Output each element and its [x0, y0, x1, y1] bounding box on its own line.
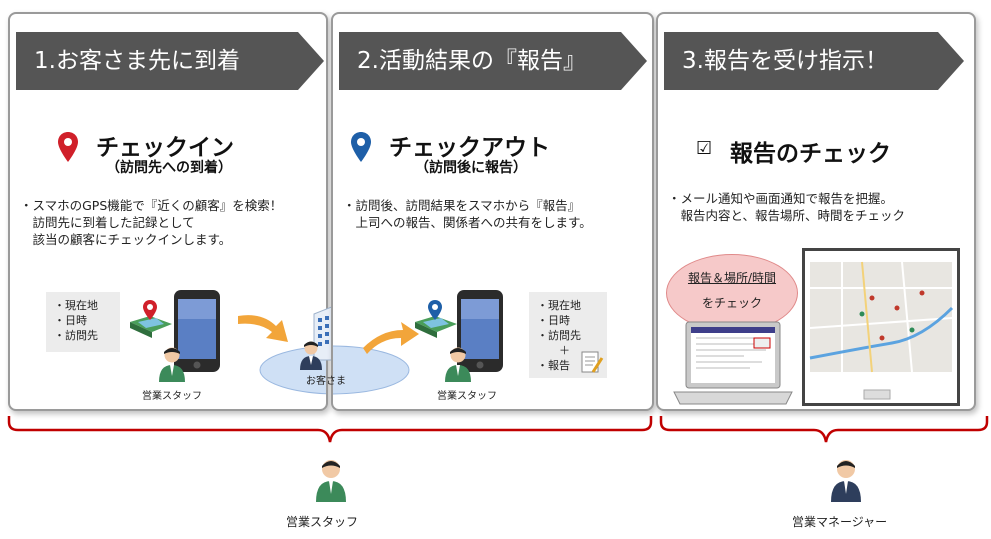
step-1-staff-caption: 営業スタッフ — [142, 391, 202, 402]
step-1-panel: 1.お客さま先に到着 チェックイン （訪問先への到着） ・スマホのGPS機能で『… — [8, 12, 328, 411]
step-3-title: 報告のチェック — [730, 141, 891, 167]
check-speech-bubble: 報告＆場所/時間 をチェック — [666, 254, 798, 332]
smartphone-icon — [457, 290, 503, 372]
sales-manager-icon — [831, 460, 861, 502]
map-pin-icon — [415, 300, 457, 338]
sales-staff-icon — [316, 460, 346, 502]
bubble-line-2: をチェック — [701, 296, 762, 310]
manager-bracket — [659, 416, 989, 443]
step-2-banner: 2.活動結果の『報告』 — [339, 32, 647, 90]
smartphone-icon — [174, 290, 220, 372]
step-2-info-box: ・現在地 ・日時 ・訪問先 ＋ ・報告 — [529, 292, 607, 378]
map-pin-icon — [130, 300, 172, 338]
checkbox-icon: ☑ — [696, 138, 713, 159]
step-1-banner: 1.お客さま先に到着 — [16, 32, 324, 90]
location-pin-icon — [58, 132, 78, 162]
sales-manager-label: 営業マネージャー — [792, 515, 888, 529]
step-3-panel: 3.報告を受け指示！ ☑ 報告のチェック ・メール通知や画面通知で報告を把握。 … — [656, 12, 976, 411]
step-2-panel: 2.活動結果の『報告』 チェックアウト （訪問後に報告） ・訪問後、訪問結果をス… — [331, 12, 654, 411]
location-pin-icon — [351, 132, 371, 162]
step-3-description: ・メール通知や画面通知で報告を把握。 報告内容と、報告場所、時間をチェック — [668, 191, 906, 223]
laptop-icon — [673, 321, 793, 405]
step-2-title: チェックアウト — [389, 135, 550, 161]
step-2-staff-caption: 営業スタッフ — [437, 391, 497, 402]
staff-bracket — [7, 416, 653, 443]
report-location-map-window — [802, 248, 960, 406]
report-document-icon — [581, 351, 604, 373]
customer-caption: お客さま — [306, 376, 346, 387]
customer-area-right — [333, 345, 410, 395]
flow-arrow-icon — [363, 322, 419, 354]
bubble-line-1: 報告＆場所/時間 — [687, 271, 777, 285]
step-3-banner: 3.報告を受け指示！ — [664, 32, 964, 90]
step-1-subtitle: （訪問先への到着） — [106, 160, 232, 176]
customer-avatar-icon — [300, 341, 322, 370]
flow-arrow-icon — [238, 315, 288, 342]
sales-staff-avatar-icon — [159, 347, 185, 382]
step-1-title: チェックイン — [96, 135, 234, 161]
step-2-description: ・訪問後、訪問結果をスマホから『報告』 上司への報告、関係者への共有をします。 — [343, 198, 592, 230]
step-1-description: ・スマホのGPS機能で『近くの顧客』を検索！ 訪問先に到着した記録として 該当の… — [20, 198, 283, 247]
sales-staff-avatar-icon — [445, 347, 471, 382]
step-2-subtitle: （訪問後に報告） — [415, 160, 527, 176]
sales-staff-label: 営業スタッフ — [286, 515, 359, 529]
step-1-info-box: ・現在地 ・日時 ・訪問先 — [46, 292, 120, 352]
